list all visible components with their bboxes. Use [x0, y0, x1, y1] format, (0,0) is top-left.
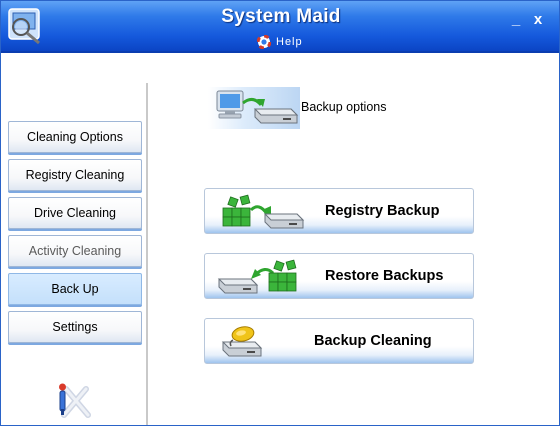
registry-backup-label: Registry Backup: [325, 203, 440, 219]
window-title: System Maid: [221, 6, 341, 27]
help-link[interactable]: Help: [257, 34, 303, 50]
page-title: Backup options: [301, 100, 387, 114]
sidebar-item-drive-cleaning[interactable]: Drive Cleaning: [8, 197, 142, 229]
help-label: Help: [276, 36, 303, 48]
computer-to-drive-icon: [216, 90, 299, 124]
backup-cleaning-label: Backup Cleaning: [314, 333, 432, 349]
minimize-button[interactable]: _: [511, 11, 521, 28]
sponge-cleaning-drive-icon: [221, 326, 263, 357]
sidebar-item-back-up[interactable]: Back Up: [8, 273, 142, 305]
backup-cleaning-button[interactable]: Backup Cleaning: [204, 318, 474, 364]
sidebar-item-activity-cleaning[interactable]: Activity Cleaning: [8, 235, 142, 267]
restore-backups-label: Restore Backups: [325, 268, 444, 284]
sidebar-item-settings[interactable]: Settings: [8, 311, 142, 343]
sidebar-item-registry-cleaning[interactable]: Registry Cleaning: [8, 159, 142, 191]
close-button[interactable]: x: [533, 11, 543, 28]
app-logo-icon: [8, 8, 40, 45]
restore-backups-button[interactable]: Restore Backups: [204, 253, 474, 299]
brand-logo-icon: [59, 383, 91, 418]
drive-to-registry-icon: [217, 259, 297, 294]
registry-backup-button[interactable]: Registry Backup: [204, 188, 474, 234]
registry-to-drive-icon: [222, 194, 305, 229]
sidebar-item-cleaning-options[interactable]: Cleaning Options: [8, 121, 142, 153]
title-bar[interactable]: System Maid Help _ x: [1, 1, 559, 53]
sidebar: Cleaning Options Registry Cleaning Drive…: [2, 83, 148, 425]
lifebuoy-icon: [257, 35, 271, 49]
